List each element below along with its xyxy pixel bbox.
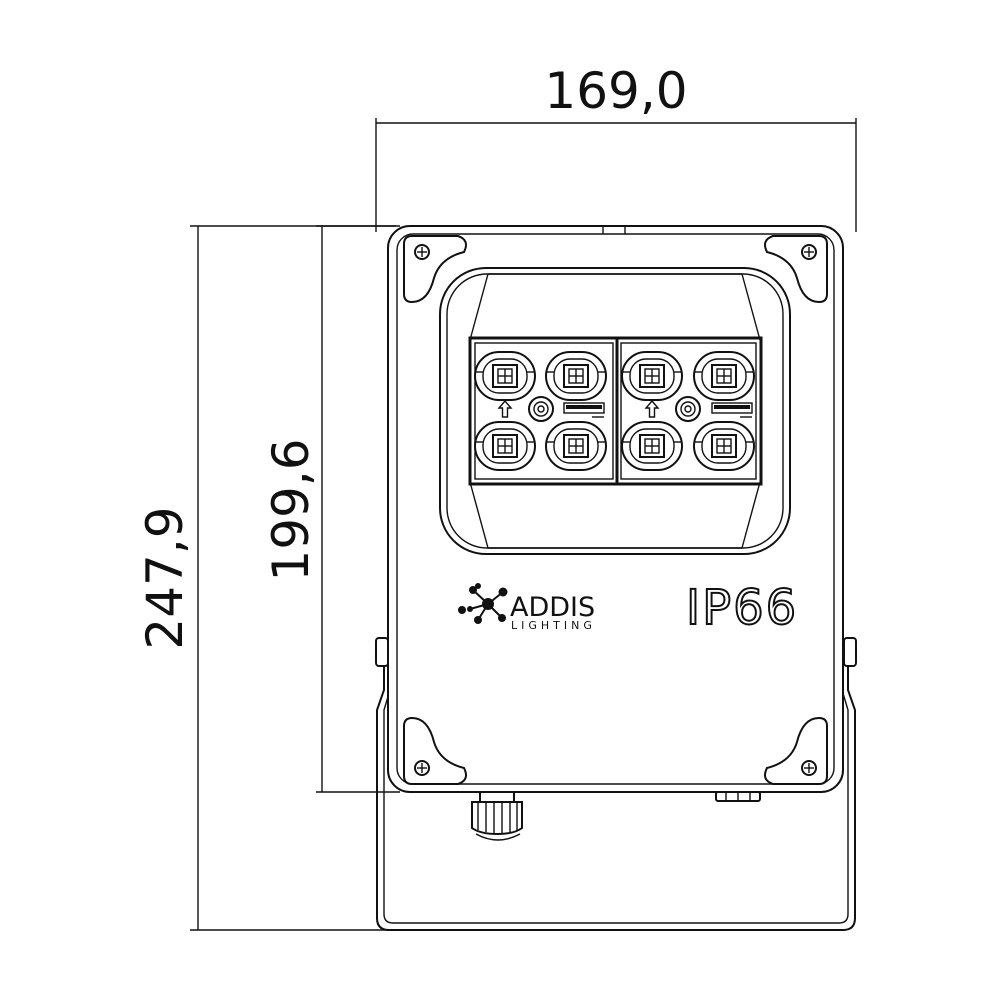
led-module-grid xyxy=(474,351,755,471)
connector-icon xyxy=(693,351,755,401)
corner-clamp-bottom-left xyxy=(403,716,467,785)
pressure-vent xyxy=(715,791,761,802)
total-height-dimension: 247,9 xyxy=(136,225,400,931)
brand-name: ADDIS xyxy=(510,592,595,623)
corner-clamp-top-right xyxy=(764,235,828,304)
addis-logo-icon xyxy=(458,583,508,624)
connector-icon xyxy=(621,351,683,401)
knob-icon xyxy=(528,396,554,422)
bracket-pivot-left xyxy=(375,637,389,667)
knob-icon xyxy=(675,396,701,422)
bracket-pivot-right xyxy=(843,637,857,667)
corner-clamp-bottom-right xyxy=(764,716,828,785)
led-board xyxy=(468,336,763,486)
label-plate-icon xyxy=(563,402,605,418)
connector-icon xyxy=(545,351,607,401)
total-height-dimension-label: 247,9 xyxy=(136,506,194,649)
mounting-bracket xyxy=(375,637,857,931)
body-height-dimension: 199,6 xyxy=(262,225,400,793)
width-dimension-label: 169,0 xyxy=(544,62,687,120)
connector-icon xyxy=(693,421,755,471)
arrow-up-icon xyxy=(497,399,513,418)
connector-icon xyxy=(621,421,683,471)
width-dimension: 169,0 xyxy=(375,62,857,232)
connector-icon xyxy=(545,421,607,471)
body-height-dimension-label: 199,6 xyxy=(262,438,320,581)
cable-gland-icon xyxy=(471,791,523,841)
ip-rating: IP66 xyxy=(686,580,798,636)
brand-logo: ADDIS LIGHTING xyxy=(458,583,596,632)
connector-icon xyxy=(474,421,536,471)
lens-window xyxy=(439,267,791,555)
arrow-up-icon xyxy=(644,399,660,418)
corner-clamp-top-left xyxy=(403,235,467,304)
label-plate-icon xyxy=(711,402,753,418)
brand-subtitle: LIGHTING xyxy=(511,619,596,632)
